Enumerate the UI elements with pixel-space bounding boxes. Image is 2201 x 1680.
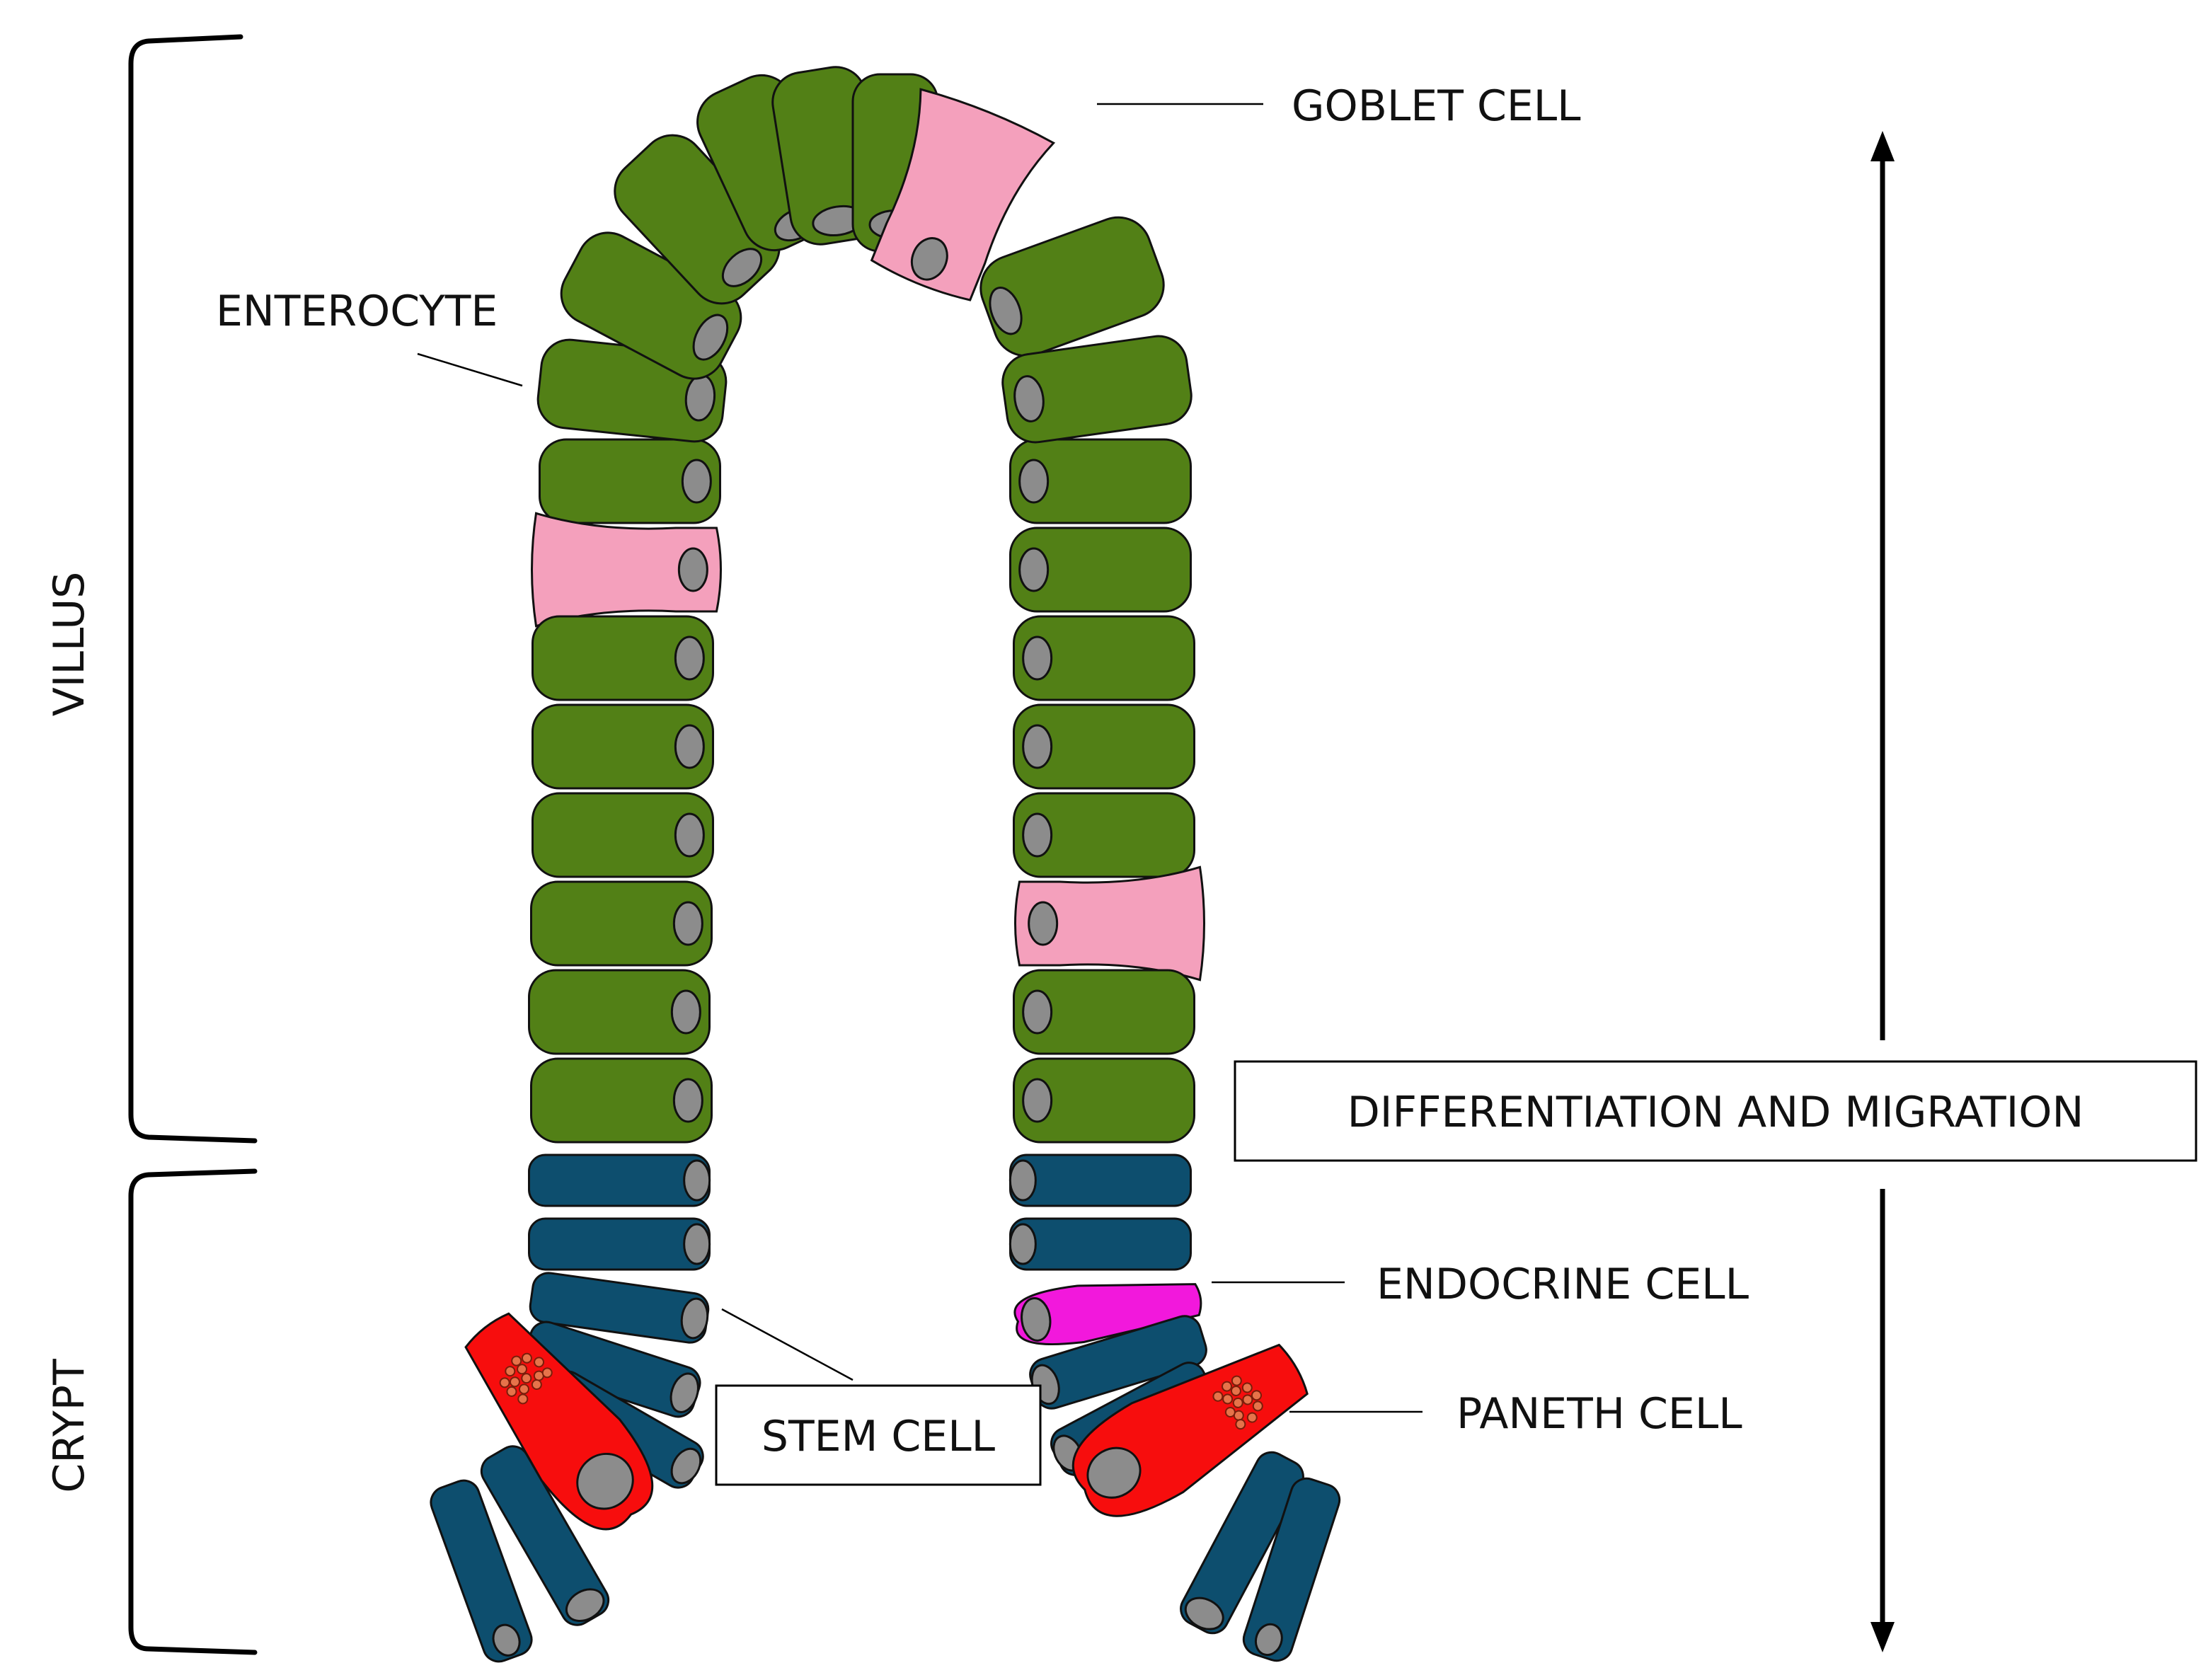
nucleus: [672, 1078, 703, 1123]
endocrine-cell-label: ENDOCRINE CELL: [1377, 1260, 1749, 1309]
epithelium-cells: [430, 66, 1341, 1663]
crypt-cell: [528, 1217, 711, 1271]
nucleus: [1086, 1446, 1142, 1499]
enterocyte-cell: [979, 216, 1165, 357]
nucleus: [1022, 1078, 1053, 1123]
enterocyte-cell: [539, 438, 721, 524]
nucleus: [1028, 901, 1059, 946]
enterocyte-cell: [1009, 438, 1192, 524]
nucleus: [681, 459, 712, 504]
nucleus: [492, 1623, 521, 1657]
crypt-cell: [1180, 1451, 1304, 1635]
paneth-cell-label: PANETH CELL: [1456, 1389, 1742, 1439]
villus-label: VILLUS: [45, 572, 94, 717]
crypt-cell: [430, 1479, 533, 1663]
nucleus: [1022, 989, 1053, 1035]
nucleus: [910, 237, 948, 281]
goblet-cell: [870, 88, 1056, 301]
differentiation-box: [1234, 1060, 2197, 1162]
nucleus: [1184, 1596, 1224, 1630]
villus-bracket: [128, 34, 258, 1144]
crypt-bracket: [128, 1168, 258, 1655]
nucleus: [680, 1297, 709, 1340]
double-headed-vertical-arrow-icon: [1870, 131, 1895, 1652]
nucleus: [1022, 724, 1053, 769]
nucleus: [1021, 1297, 1052, 1342]
enterocyte-cell: [528, 969, 711, 1055]
nucleus: [672, 901, 703, 946]
nucleus: [576, 1452, 634, 1510]
goblet-cell-label: GOBLET CELL: [1292, 81, 1581, 131]
enterocyte-cell: [531, 792, 714, 878]
nucleus: [670, 1447, 702, 1485]
enterocyte-cell: [614, 134, 781, 305]
crypt-cell: [1008, 1153, 1192, 1207]
paneth-granules: [499, 1352, 553, 1405]
nucleus: [683, 1159, 711, 1202]
stem-leader-line: [721, 1308, 854, 1381]
nucleus: [683, 1223, 711, 1265]
nucleus: [989, 287, 1023, 335]
crypt-cell: [480, 1445, 610, 1626]
differentiation-label: DIFFERENTIATION AND MIGRATION: [1347, 1088, 2084, 1137]
enterocyte-cell: [531, 615, 714, 701]
nucleus: [674, 812, 705, 858]
nucleus: [674, 635, 705, 681]
nucleus: [674, 724, 705, 769]
goblet-cell: [1014, 865, 1205, 982]
nucleus: [565, 1588, 605, 1622]
enterocyte-leader-line: [417, 352, 523, 387]
goblet-cell: [531, 512, 722, 628]
paneth-cell: [1071, 1343, 1309, 1517]
crypt-cell: [1242, 1477, 1341, 1662]
enterocyte-cell: [530, 880, 713, 967]
enterocyte-cell: [531, 703, 714, 790]
nucleus: [1008, 1159, 1037, 1202]
nucleus: [670, 1372, 699, 1413]
enterocyte-cell: [1013, 792, 1195, 878]
crypt-cell: [528, 1153, 711, 1207]
nucleus: [1254, 1623, 1283, 1657]
enterocyte-cell: [1013, 1057, 1195, 1144]
nucleus: [677, 547, 708, 592]
nucleus: [1018, 459, 1050, 504]
paneth-granules: [1212, 1375, 1263, 1430]
endocrine-cell: [1013, 1283, 1202, 1346]
stem-cell-label: STEM CELL: [762, 1412, 996, 1461]
enterocyte-cell: [1009, 527, 1192, 613]
nucleus: [1013, 375, 1045, 422]
enterocyte-cell: [1013, 615, 1195, 701]
enterocyte-cell: [1013, 969, 1195, 1055]
crypt-label: CRYPT: [45, 1359, 94, 1493]
crypt-cell: [529, 1272, 710, 1344]
nucleus: [721, 248, 763, 287]
crypt-cell: [1008, 1217, 1192, 1271]
nucleus: [1022, 812, 1053, 858]
enterocyte-cell: [1013, 703, 1195, 790]
enterocyte-cell: [530, 1057, 713, 1144]
nucleus: [1018, 547, 1050, 592]
paneth-cell: [464, 1312, 654, 1531]
nucleus: [692, 313, 729, 361]
nucleus: [1008, 1223, 1037, 1265]
nucleus: [1022, 635, 1053, 681]
enterocyte-label: ENTEROCYTE: [216, 287, 498, 336]
stem-cell-box: [715, 1384, 1042, 1486]
enterocyte-cell: [1001, 335, 1193, 444]
nucleus: [670, 989, 701, 1035]
